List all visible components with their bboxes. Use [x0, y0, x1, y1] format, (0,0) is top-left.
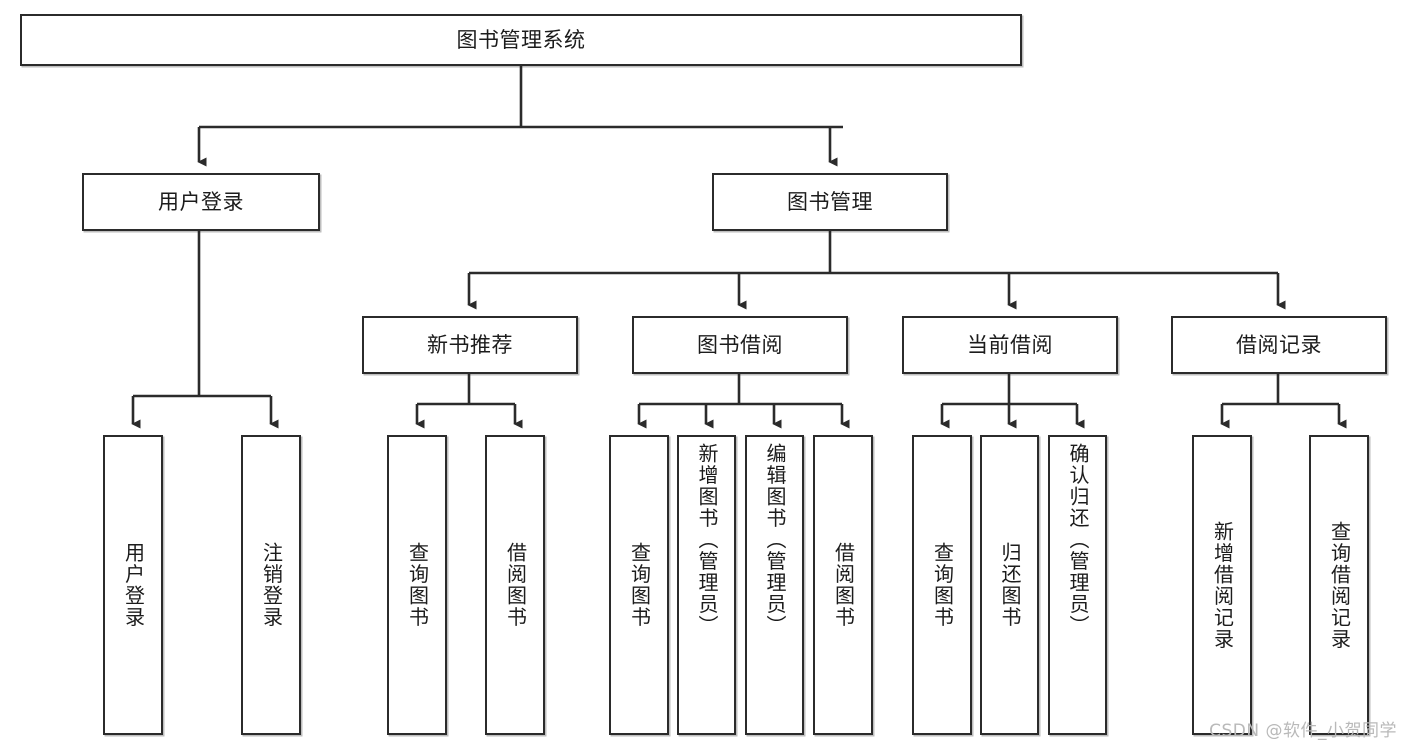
node-leaf-logout[interactable]: 注销登录	[241, 435, 301, 735]
node-leaf-borrow-book-1-label: 借阅图书	[503, 542, 528, 628]
node-leaf-confirm-return[interactable]: 确认归还（管理员）	[1048, 435, 1107, 735]
node-root-label: 图书管理系统	[456, 27, 586, 52]
node-leaf-add-book-label: 新增图书（管理员）	[695, 443, 719, 637]
node-book-manage-label: 图书管理	[787, 189, 873, 214]
node-current-borrow-label: 当前借阅	[967, 332, 1053, 357]
node-leaf-query-book-3[interactable]: 查询图书	[912, 435, 972, 735]
node-user-login[interactable]: 用户登录	[82, 173, 320, 231]
node-leaf-edit-book-label: 编辑图书（管理员）	[763, 443, 787, 637]
node-leaf-add-record[interactable]: 新增借阅记录	[1192, 435, 1252, 735]
node-leaf-query-book-1-label: 查询图书	[405, 542, 430, 628]
node-user-login-label: 用户登录	[158, 189, 244, 214]
node-leaf-query-book-2-label: 查询图书	[627, 542, 652, 628]
node-leaf-user-login[interactable]: 用户登录	[103, 435, 163, 735]
node-new-book-rec[interactable]: 新书推荐	[362, 316, 578, 374]
node-book-borrow[interactable]: 图书借阅	[632, 316, 848, 374]
node-borrow-record-label: 借阅记录	[1236, 332, 1322, 357]
node-leaf-query-record-label: 查询借阅记录	[1327, 520, 1352, 650]
node-leaf-query-record[interactable]: 查询借阅记录	[1309, 435, 1369, 735]
node-borrow-record[interactable]: 借阅记录	[1171, 316, 1387, 374]
node-leaf-add-book[interactable]: 新增图书（管理员）	[677, 435, 736, 735]
node-leaf-borrow-book-1[interactable]: 借阅图书	[485, 435, 545, 735]
node-leaf-add-record-label: 新增借阅记录	[1210, 520, 1235, 650]
node-root[interactable]: 图书管理系统	[20, 14, 1022, 66]
node-leaf-logout-label: 注销登录	[259, 542, 284, 628]
node-leaf-borrow-book-2[interactable]: 借阅图书	[813, 435, 873, 735]
node-leaf-return-book[interactable]: 归还图书	[980, 435, 1039, 735]
node-leaf-query-book-3-label: 查询图书	[930, 542, 955, 628]
node-leaf-edit-book[interactable]: 编辑图书（管理员）	[745, 435, 804, 735]
node-book-borrow-label: 图书借阅	[697, 332, 783, 357]
node-current-borrow[interactable]: 当前借阅	[902, 316, 1118, 374]
node-leaf-borrow-book-2-label: 借阅图书	[831, 542, 856, 628]
node-leaf-confirm-return-label: 确认归还（管理员）	[1066, 443, 1090, 637]
node-book-manage[interactable]: 图书管理	[712, 173, 948, 231]
node-leaf-user-login-label: 用户登录	[121, 542, 146, 628]
node-new-book-rec-label: 新书推荐	[427, 332, 513, 357]
node-leaf-query-book-1[interactable]: 查询图书	[387, 435, 447, 735]
node-leaf-return-book-label: 归还图书	[998, 542, 1022, 628]
watermark-text: CSDN @软件_小贺同学	[1209, 721, 1397, 741]
node-leaf-query-book-2[interactable]: 查询图书	[609, 435, 669, 735]
